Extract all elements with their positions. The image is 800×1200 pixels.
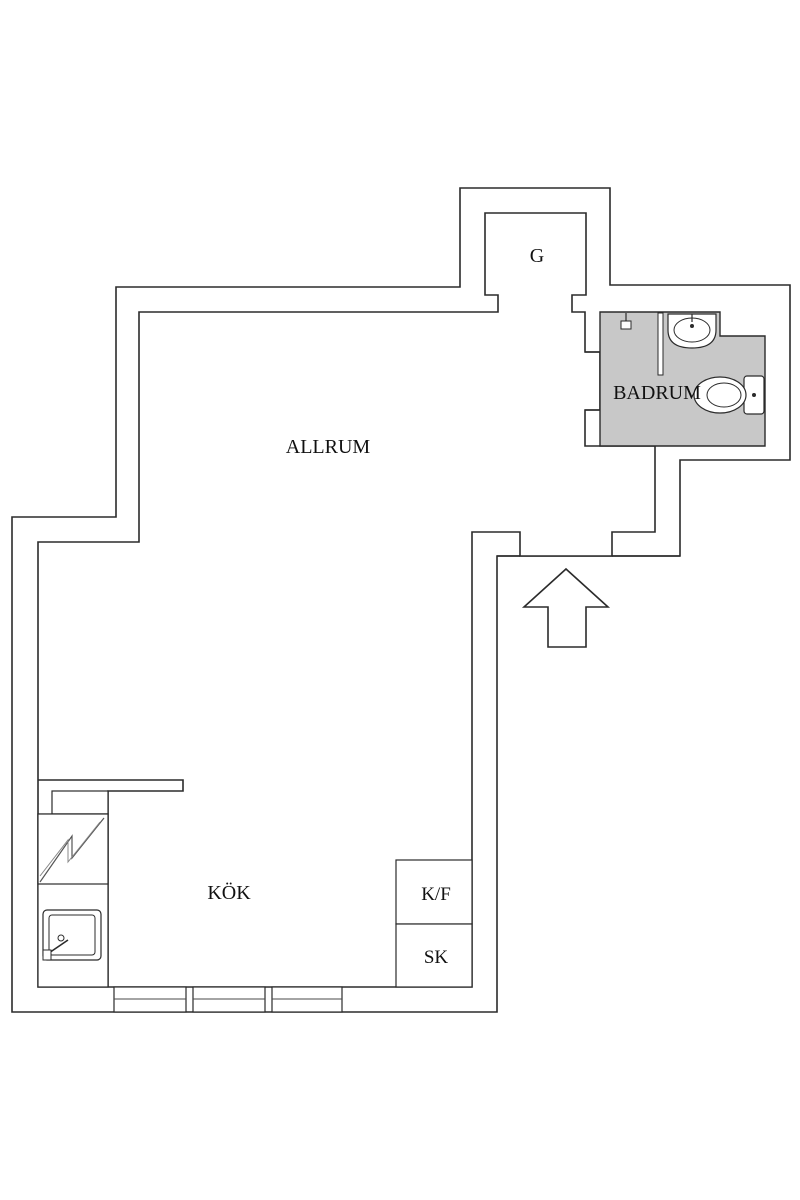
room-label-living: ALLRUM	[286, 436, 371, 458]
cabinet	[395, 923, 473, 988]
inner-wall	[37, 212, 656, 988]
cabinet-label: SK	[424, 947, 449, 968]
windows	[113, 986, 343, 1013]
walls	[11, 187, 791, 1013]
fridge-freezer	[395, 859, 473, 925]
storage-units: K/F SK	[395, 859, 473, 988]
counter-top-segment	[51, 790, 109, 815]
toilet-icon	[693, 375, 765, 415]
washbasin-icon	[667, 313, 717, 349]
room-label-hall: G	[530, 245, 544, 267]
room-label-bathroom: BADRUM	[613, 382, 701, 404]
entrance-arrow-icon	[521, 567, 611, 648]
shower-icon	[620, 313, 632, 330]
room-label-kitchen: KÖK	[207, 881, 251, 904]
sink-icon	[42, 909, 102, 961]
bathroom: BADRUM	[585, 311, 766, 447]
kitchen-counter	[37, 790, 109, 988]
shower-partition	[657, 312, 664, 376]
stove-icon	[37, 813, 109, 885]
fridge-freezer-label: K/F	[421, 884, 451, 905]
